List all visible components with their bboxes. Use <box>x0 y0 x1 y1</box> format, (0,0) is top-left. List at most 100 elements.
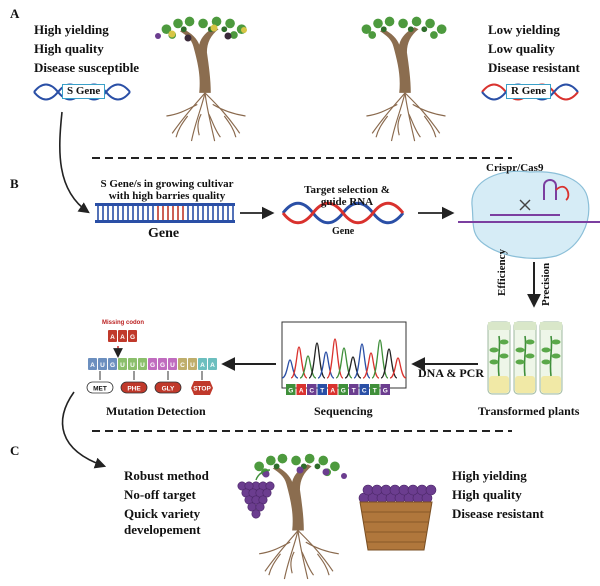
rna-base-letter: A <box>210 362 215 369</box>
trait-line: High yielding <box>34 22 109 37</box>
grape-berry <box>398 484 410 496</box>
target-gene-helix <box>281 201 405 225</box>
dna-base-tile <box>380 384 390 395</box>
dna-base-letter: G <box>341 388 346 395</box>
s-gene-label: S Gene <box>62 84 106 99</box>
trait-line: High yielding <box>452 468 527 483</box>
susceptible-traits: High yielding High quality Disease susce… <box>34 20 139 77</box>
rna-base-tile <box>148 358 157 370</box>
grape-berry <box>425 484 437 496</box>
gene-label: Gene <box>148 226 180 241</box>
amino-acid-label: GLY <box>162 386 175 393</box>
transformed-plants-label: Transformed plants <box>478 404 580 418</box>
rna-base-tile <box>188 358 197 370</box>
rna-base-letter: U <box>170 362 175 369</box>
trait-line: Disease resistant <box>452 506 544 521</box>
dna-base-tile <box>338 384 348 395</box>
grape-berry <box>389 484 401 496</box>
missing-codon-tile <box>118 330 127 342</box>
grape-berry <box>371 484 383 496</box>
transformed-plant-tubes <box>487 321 563 395</box>
benefits-list: Robust method No-off target Quick variet… <box>124 466 209 538</box>
grape-berry <box>407 484 419 496</box>
missing-codon-letter: G <box>130 334 135 341</box>
precision-label: Precision <box>540 262 552 306</box>
rna-base-letter: U <box>100 362 105 369</box>
chromatogram-peak <box>389 357 407 379</box>
grape-clusters-bottom <box>262 466 347 479</box>
dna-base-tile <box>328 384 338 395</box>
grape-berry <box>380 484 392 496</box>
dna-base-letter: T <box>373 388 377 395</box>
dna-base-letter: C <box>362 388 367 395</box>
rna-base-letter: A <box>200 362 205 369</box>
grape-berry <box>255 502 265 512</box>
dna-base-tile <box>296 384 306 395</box>
plant-tube <box>513 321 537 395</box>
grape-berry <box>262 488 272 498</box>
dna-base-tile <box>370 384 380 395</box>
crispr-cas9-complex <box>458 170 600 259</box>
chromatogram-peak <box>344 356 362 379</box>
grape-berry <box>251 509 261 519</box>
dna-base-tile <box>307 384 317 395</box>
missing-codon-letter: A <box>120 334 125 341</box>
dna-base-letter: G <box>383 388 388 395</box>
grape-basket <box>358 484 437 551</box>
dna-base-tile <box>359 384 369 395</box>
missing-codon-label: Missing codon <box>102 320 144 326</box>
plant-tube <box>487 321 511 395</box>
crispr-label: Crispr/Cas9 <box>486 162 544 174</box>
missing-codon-letter: A <box>110 334 115 341</box>
dna-base-tile <box>286 384 296 395</box>
grape-clusters-left <box>155 24 247 42</box>
grape-berry <box>362 484 374 496</box>
dna-base-letter: T <box>320 388 324 395</box>
rna-base-tile <box>208 358 217 370</box>
dna-base-letter: G <box>288 388 293 395</box>
plant-tube <box>539 321 563 395</box>
rna-base-letter: U <box>140 362 145 369</box>
benefit-line: Robust method <box>124 468 209 483</box>
trait-line: Low yielding <box>488 22 560 37</box>
chromatogram-peak <box>299 355 317 379</box>
amino-acid-label: STOP <box>193 386 211 393</box>
rna-base-tile <box>198 358 207 370</box>
rna-base-letter: G <box>110 362 115 369</box>
trait-line: High quality <box>452 487 522 502</box>
dna-pcr-label: DNA & PCR <box>418 366 484 380</box>
rna-base-tile <box>168 358 177 370</box>
trait-line: Disease susceptible <box>34 60 140 75</box>
rna-base-letter: U <box>190 362 195 369</box>
benefit-line: No-off target <box>124 487 196 502</box>
r-gene-label: R Gene <box>506 84 552 99</box>
arrow-to-gene <box>59 111 90 214</box>
efficiency-label: Efficiency <box>496 248 508 296</box>
mutation-detection-label: Mutation Detection <box>106 404 206 418</box>
dna-base-tile <box>317 384 327 395</box>
section-label-c: C <box>10 443 20 458</box>
target-caption: Target selection & guide RNA <box>304 184 390 208</box>
stop-codon-shape <box>191 381 213 395</box>
rna-base-tile <box>138 358 147 370</box>
dna-base-letter: T <box>352 388 356 395</box>
improved-traits: High yielding High quality Disease resis… <box>452 466 544 523</box>
rna-base-letter: A <box>90 362 95 369</box>
trait-line: Disease resistant <box>488 60 580 75</box>
amino-acid-pill <box>154 381 182 394</box>
grape-bunch <box>237 469 275 519</box>
dna-base-letter: A <box>299 388 304 395</box>
target-gene-label: Gene <box>332 226 355 237</box>
gene-caption: S Gene/s in growing cultivar with high b… <box>100 178 234 202</box>
trait-line: High quality <box>34 41 104 56</box>
rna-base-letter: G <box>160 362 165 369</box>
amino-acid-label: PHE <box>127 386 141 393</box>
dna-base-tile <box>349 384 359 395</box>
missing-codon-tile <box>108 330 117 342</box>
grape-berry <box>416 484 428 496</box>
rna-base-tile <box>88 358 97 370</box>
rna-base-tile <box>178 358 187 370</box>
